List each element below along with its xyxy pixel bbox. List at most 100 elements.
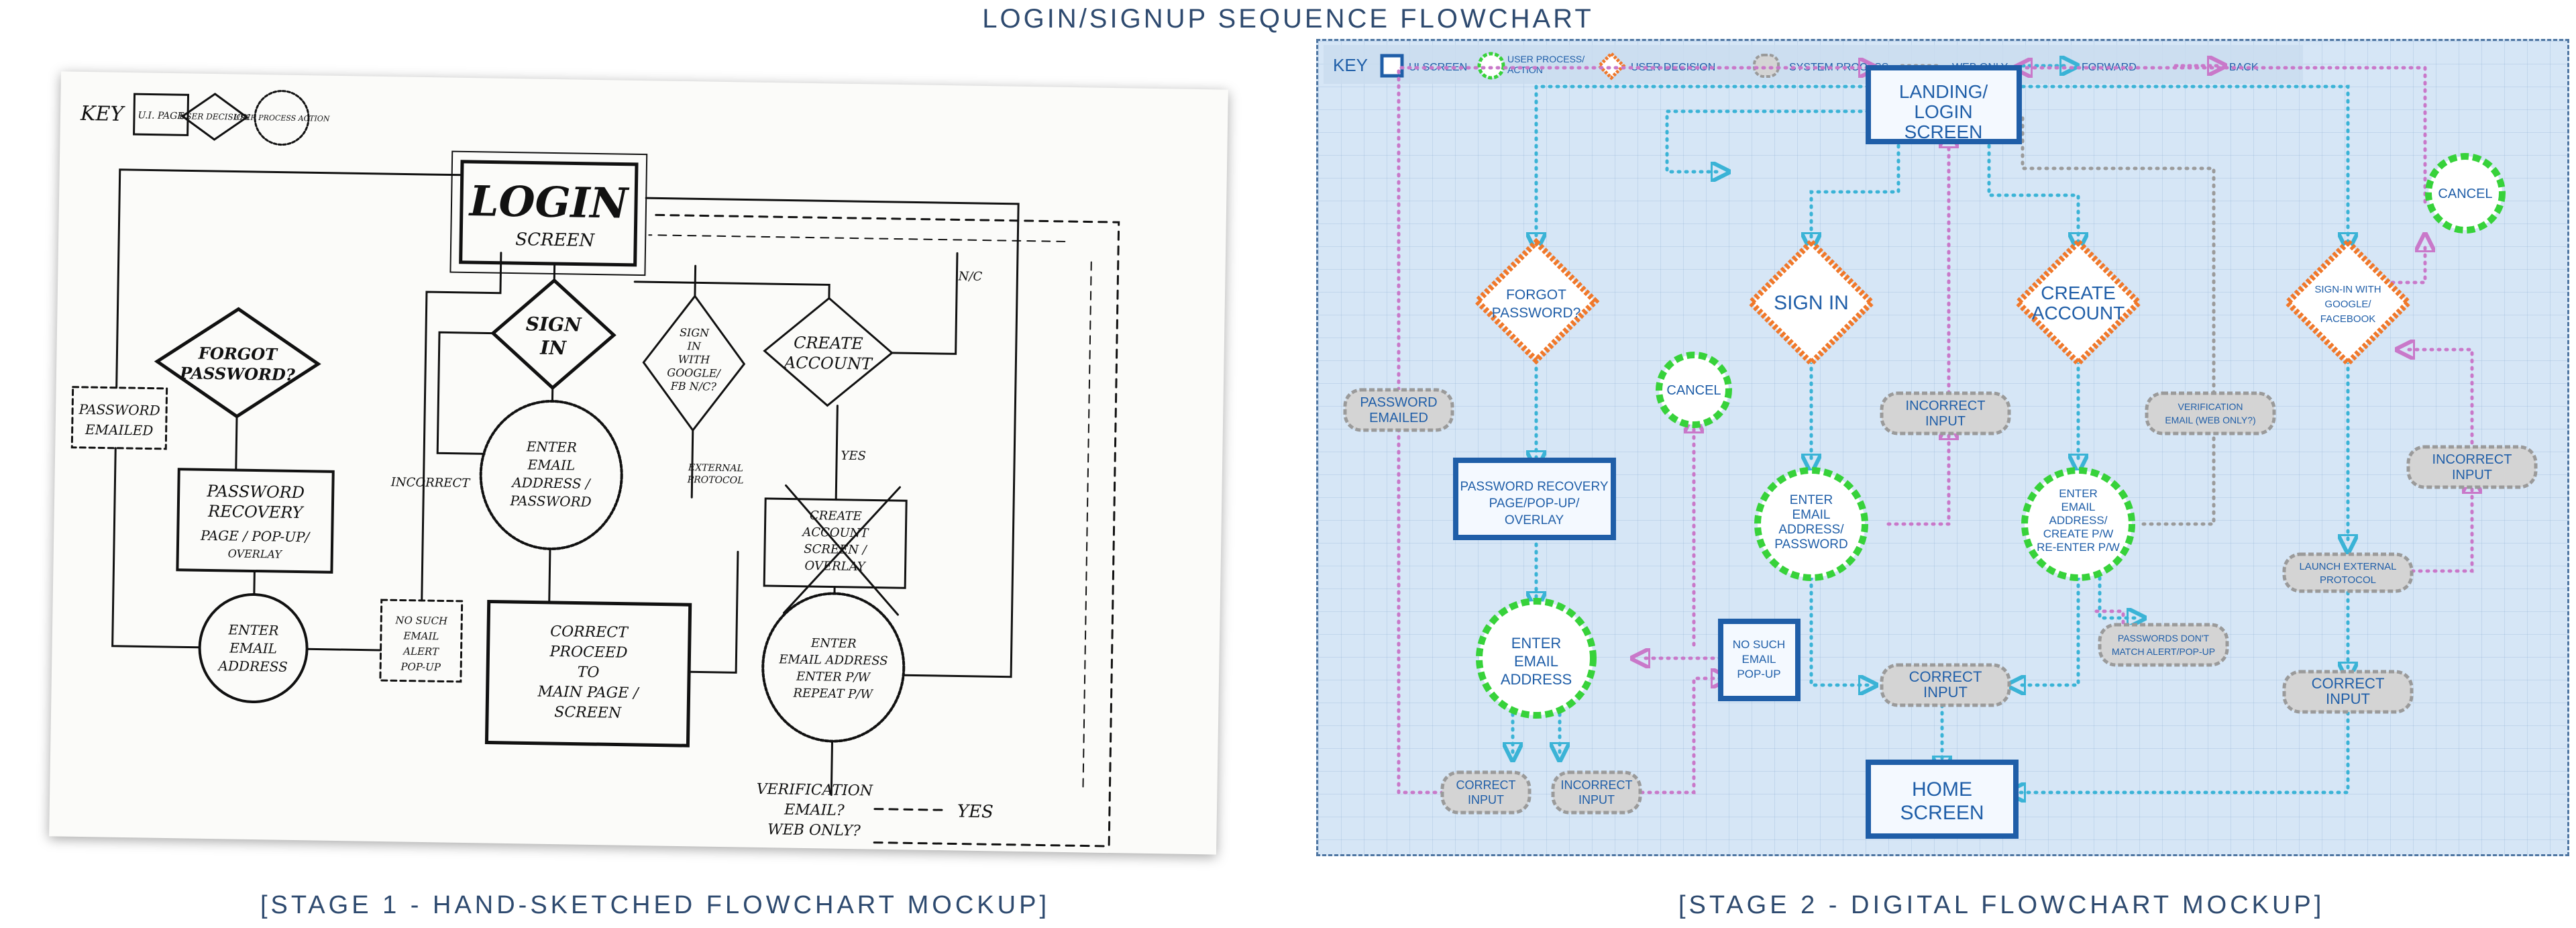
- sketch-creds-1: ENTER: [526, 438, 577, 455]
- sketch-google-2: IN: [686, 340, 702, 352]
- node-no-such-email: [1718, 619, 1801, 701]
- caption-left: [STAGE 1 - HAND-SKETCHED FLOWCHART MOCKU…: [260, 891, 1050, 919]
- node-cancel-left: [1656, 352, 1732, 428]
- correct-mid-1: CORRECT: [1909, 668, 1982, 685]
- fwd-landing-create: [1987, 136, 2078, 242]
- sketch-emailed-2: EMAILED: [85, 421, 154, 439]
- sketch-create-screen-1: CREATE: [810, 509, 862, 523]
- sketch-create-screen-4: OVERLAY: [804, 559, 867, 574]
- node-sign-in: [1746, 238, 1876, 368]
- google-1: SIGN-IN WITH: [2314, 284, 2381, 295]
- sketch-key-decision-label: USER DECISION: [179, 111, 250, 122]
- node-incorrect-input-left: [1551, 770, 1642, 815]
- creds-2: EMAIL: [1792, 508, 1830, 522]
- fwd-landing-forgot: [1536, 85, 1870, 242]
- sketch-drawing: KEY U.I. PAGE USER DECISION USER PROCESS…: [70, 90, 1120, 847]
- sketch-verify-2: EMAIL?: [784, 801, 845, 819]
- sketch-signin-2: IN: [539, 337, 568, 360]
- incorrect-right-1: INCORRECT: [2432, 452, 2512, 467]
- email-address-2: EMAIL: [1514, 653, 1558, 670]
- sketch-yes-2: YES: [957, 802, 994, 823]
- verify-1: VERIFICATION: [2178, 401, 2243, 412]
- sketch-signin-1: SIGN: [526, 313, 583, 336]
- signin-label: SIGN IN: [1774, 292, 1849, 314]
- sketch-line-3: [306, 252, 502, 652]
- node-correct-input-mid: [1880, 663, 2011, 707]
- sketch-create-screen-2: ACCOUNT: [801, 525, 870, 541]
- key-process-swatch: [1477, 52, 1505, 80]
- digital-flowchart: KEY UI SCREEN USER PROCESS/ ACTION USER …: [1316, 39, 2569, 856]
- sketch-line-dashed-2: [648, 234, 1092, 793]
- creds-4: PASSWORD: [1774, 537, 1847, 552]
- home-2: SCREEN: [1900, 802, 1984, 824]
- sketch-enter-email-3: ADDRESS: [217, 658, 288, 675]
- sketch-enter-create-4: REPEAT P/W: [792, 686, 873, 702]
- sketch-forgot-2: PASSWORD?: [179, 363, 296, 384]
- enter-create-1: ENTER: [2059, 487, 2098, 500]
- create-2: ACCOUNT: [2032, 303, 2125, 323]
- sketch-recovery-3: PAGE / POP-UP/: [200, 527, 311, 546]
- sketch-password-emailed-box: [70, 386, 168, 450]
- web-enter-verify: [2141, 435, 2216, 526]
- landing-2: LOGIN: [1914, 101, 1972, 122]
- sketch-login-box: [459, 160, 639, 267]
- caption-right: [STAGE 2 - DIGITAL FLOWCHART MOCKUP]: [1678, 891, 2325, 919]
- node-correct-input-left: [1440, 770, 1532, 815]
- sketch-creds-3: ADDRESS /: [511, 474, 592, 492]
- mismatch-1: PASSWORDS DON'T: [2118, 633, 2210, 643]
- create-1: CREATE: [2041, 282, 2116, 303]
- google-2: GOOGLE/: [2324, 299, 2371, 310]
- key-system-swatch: [1753, 54, 1780, 78]
- node-incorrect-input-right: [2406, 445, 2538, 489]
- email-address-3: ADDRESS: [1501, 671, 1572, 688]
- digital-drawing: KEY UI SCREEN USER PROCESS/ ACTION USER …: [1324, 45, 2538, 839]
- forgot-2: PASSWORD?: [1492, 305, 1581, 321]
- sketch-recovery-1: PASSWORD: [206, 482, 305, 502]
- node-forgot: [1472, 238, 1600, 365]
- sketch-line-11: [688, 550, 739, 674]
- cancel-right-label: CANCEL: [2438, 187, 2492, 201]
- recovery-3: OVERLAY: [1505, 513, 1564, 527]
- landing-1: LANDING/: [1899, 81, 1988, 102]
- sketch-external-2: PROTOCOL: [687, 474, 744, 486]
- sketch-creds-2: EMAIL: [527, 456, 575, 473]
- back-mismatch: [2094, 609, 2123, 645]
- key-back: BACK: [2229, 62, 2259, 73]
- correct-left-1: CORRECT: [1456, 778, 1516, 792]
- sketch-correct-box: [484, 599, 692, 747]
- node-launch-external: [2282, 552, 2414, 593]
- sketch-google-3: WITH: [678, 353, 711, 366]
- back-enter-incorrect: [1886, 430, 1949, 526]
- sketch-nc: N/C: [957, 269, 982, 284]
- sketch-key-process: [254, 90, 310, 146]
- key-label: KEY: [1333, 55, 1368, 75]
- fwd-correct-right-home: [2016, 703, 2350, 792]
- emailed-2: EMAILED: [1369, 411, 1428, 425]
- sketch-nosuch-2: EMAIL: [402, 630, 439, 643]
- sketch-recovery-4: OVERLAY: [228, 547, 283, 560]
- node-enter-create: [2021, 467, 2135, 581]
- email-address-1: ENTER: [1511, 635, 1562, 652]
- key-decision-swatch: [1597, 51, 1626, 81]
- sketch-external-1: EXTERNAL: [688, 462, 743, 474]
- sketch-login-frame: [449, 150, 648, 276]
- back-emailed-landing: [1397, 68, 1868, 392]
- node-passwords-dont-match: [2098, 623, 2229, 667]
- incorrect1-1: INCORRECT: [1906, 399, 1986, 413]
- sketch-recovery-2: RECOVERY: [207, 502, 305, 522]
- key-process-1: USER PROCESS/: [1507, 54, 1585, 64]
- sketch-nosuch-3: ALERT: [402, 645, 439, 658]
- sketch-line-9: [830, 405, 839, 796]
- back-launch-incorrect: [2403, 484, 2472, 573]
- fwd-create-mismatch: [2098, 576, 2137, 618]
- key-process-2: ACTION: [1507, 64, 1543, 75]
- web-verify-landing: [2021, 113, 2216, 395]
- fwd-landing-cancel-link: [1665, 109, 1870, 172]
- enter-create-2: EMAIL: [2061, 501, 2095, 513]
- sketch-line-6: [690, 264, 697, 499]
- launch-2: PROTOCOL: [2320, 574, 2376, 586]
- landing-3: SCREEN: [1904, 121, 1983, 142]
- creds-3: ADDRESS/: [1778, 523, 1844, 537]
- sketch-enter-email-1: ENTER: [227, 621, 278, 638]
- sketch-correct-1: CORRECT: [550, 623, 629, 641]
